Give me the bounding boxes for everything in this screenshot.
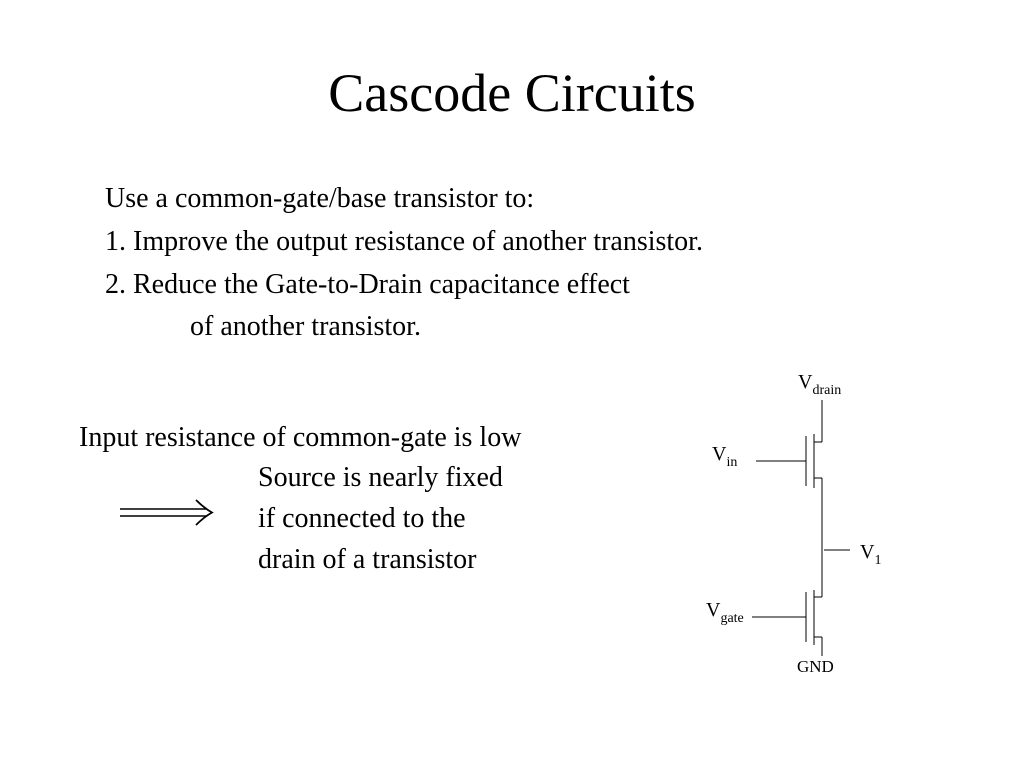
- vgate-label: Vgate: [706, 599, 744, 626]
- intro-text: Use a common-gate/base transistor to:: [105, 183, 535, 214]
- note-line-3: drain of a transistor: [258, 544, 477, 575]
- slide-title: Cascode Circuits: [328, 63, 696, 123]
- v1-label: V1: [860, 541, 881, 568]
- double-arrow-right-icon: [120, 499, 214, 526]
- note-heading: Input resistance of common-gate is low: [79, 422, 522, 453]
- vin-label: Vin: [712, 443, 737, 470]
- point-2: 2. Reduce the Gate-to-Drain capacitance …: [105, 269, 630, 300]
- circuit-wires: [752, 400, 850, 656]
- gnd-label: GND: [797, 657, 834, 676]
- note-line-2: if connected to the: [258, 503, 466, 534]
- point-1: 1. Improve the output resistance of anot…: [105, 226, 703, 257]
- point-2-continued: of another transistor.: [190, 311, 421, 342]
- vdrain-label: Vdrain: [798, 371, 841, 398]
- note-line-1: Source is nearly fixed: [258, 462, 503, 493]
- cascode-circuit-diagram: Vdrain Vin V1 Vgate GND: [706, 371, 881, 676]
